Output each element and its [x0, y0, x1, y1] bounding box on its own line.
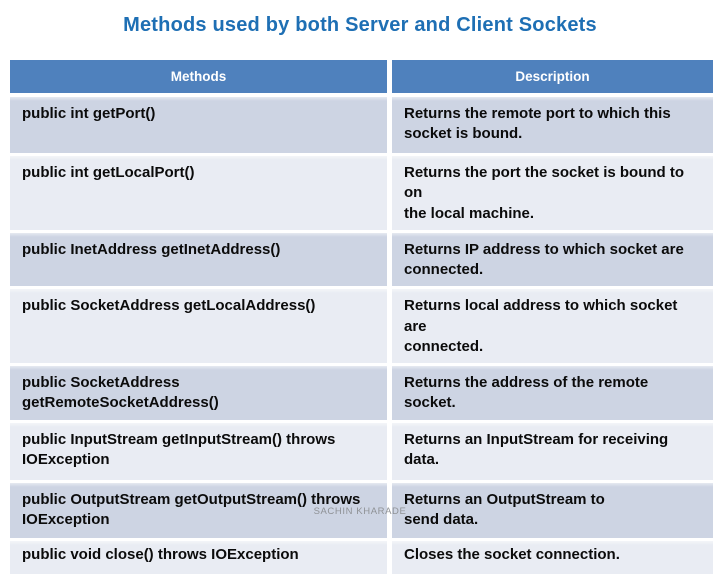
column-header-methods: Methods: [10, 60, 387, 93]
table-row: public OutputStream getOutputStream() th…: [10, 482, 713, 538]
description-cell: Returns IP address to which socket are c…: [392, 232, 713, 287]
table-row: public InputStream getInputStream() thro…: [10, 422, 713, 480]
column-header-description: Description: [392, 60, 713, 93]
description-cell: Returns the port the socket is bound to …: [392, 156, 713, 230]
footer-author: SACHIN KHARADE: [313, 506, 407, 517]
method-cell: public void close() throws IOException: [10, 540, 387, 574]
table-row: public void close() throws IOException C…: [10, 540, 713, 574]
description-cell: Returns local address to which socket ar…: [392, 289, 713, 363]
table-row: public SocketAddress getLocalAddress() R…: [10, 289, 713, 363]
table-header-row: Methods Description: [10, 60, 713, 93]
method-cell: public OutputStream getOutputStream() th…: [10, 482, 387, 538]
description-cell: Returns the address of the remote socket…: [392, 366, 713, 420]
method-cell: public SocketAddress getLocalAddress(): [10, 289, 387, 363]
page-title: Methods used by both Server and Client S…: [123, 14, 597, 36]
method-cell: public int getPort(): [10, 97, 387, 153]
table-row: public int getLocalPort() Returns the po…: [10, 156, 713, 230]
methods-table: Methods Description public int getPort()…: [10, 60, 713, 577]
method-cell: public int getLocalPort(): [10, 156, 387, 230]
description-cell: Closes the socket connection.: [392, 540, 713, 574]
description-cell: Returns an OutputStream to send data.: [392, 482, 713, 538]
method-cell: public InputStream getInputStream() thro…: [10, 422, 387, 480]
table-row: public int getPort() Returns the remote …: [10, 97, 713, 153]
description-cell: Returns the remote port to which this so…: [392, 97, 713, 153]
table-row: public SocketAddress getRemoteSocketAddr…: [10, 366, 713, 420]
method-cell: public SocketAddress getRemoteSocketAddr…: [10, 366, 387, 420]
description-cell: Returns an InputStream for receiving dat…: [392, 422, 713, 480]
table-body: public int getPort() Returns the remote …: [10, 97, 713, 574]
method-cell: public InetAddress getInetAddress(): [10, 232, 387, 287]
table-row: public InetAddress getInetAddress() Retu…: [10, 232, 713, 287]
